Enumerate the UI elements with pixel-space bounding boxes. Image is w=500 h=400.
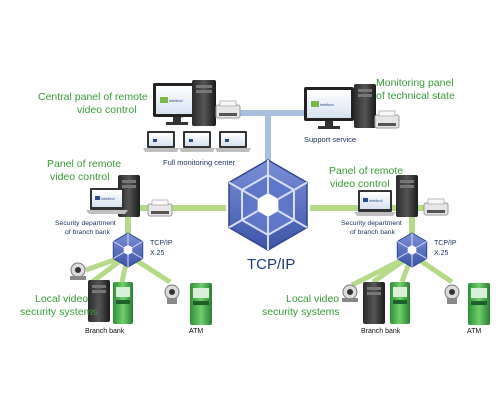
tcpip-hub-label: TCP/IP: [247, 256, 295, 273]
monitoring-workstation-icon: intellect: [304, 84, 400, 129]
screen-brand: intellect: [169, 98, 183, 103]
panel-remote-left-line1: Panel of remote: [47, 158, 121, 170]
security-dept-left-workstation-icon: intellect: [86, 175, 173, 217]
tcpip-hub-icon: [228, 159, 308, 251]
security-camera-icon: [70, 262, 86, 280]
panel-remote-right-line2: video control: [330, 178, 390, 190]
screen-brand: intellect: [320, 102, 334, 107]
atm-icon: [468, 283, 490, 325]
atm-icon: [113, 282, 133, 324]
support-service-label: Support service: [304, 135, 356, 144]
screen-brand: intellect: [101, 196, 115, 201]
screen-brand: intellect: [369, 198, 383, 203]
panel-remote-right-line1: Panel of remote: [329, 165, 403, 177]
security-dept-left-line2: of branch bank: [65, 229, 111, 236]
panel-remote-left-line2: video control: [50, 171, 110, 183]
security-camera-icon: [444, 284, 460, 304]
local-right-line1: Local video: [286, 293, 339, 305]
atm-right-label: ATM: [467, 328, 481, 335]
atm-left-label: ATM: [189, 328, 203, 335]
tcpip-right-label: TCP/IP: [434, 240, 457, 247]
local-left-line1: Local video: [35, 293, 88, 305]
laptop-icon: [143, 131, 179, 152]
branch-bank-right-label: Branch bank: [361, 328, 401, 335]
full-monitoring-label: Full monitoring center: [163, 158, 236, 167]
central-panel-workstation-icon: intellect: [153, 80, 241, 126]
x25-left-label: X.25: [150, 250, 165, 257]
central-panel-title-line1: Central panel of remote: [38, 91, 148, 103]
security-dept-left-line1: Security department: [55, 220, 116, 227]
atm-icon: [390, 282, 410, 324]
monitoring-panel-title-line2: of technical state: [376, 90, 455, 102]
laptop-icon: [179, 131, 215, 152]
tcpip-small-hub-left-icon: [112, 232, 144, 268]
tcpip-left-label: TCP/IP: [150, 240, 173, 247]
security-dept-right-line1: Security department: [341, 220, 402, 227]
laptop-icon: [215, 131, 251, 152]
server-tower-icon: [363, 282, 385, 324]
security-camera-icon: [342, 284, 358, 302]
tcpip-small-hub-right-icon: [396, 232, 428, 268]
branch-bank-left-label: Branch bank: [85, 328, 125, 335]
security-dept-right-line2: of branch bank: [350, 229, 396, 236]
atm-icon: [190, 283, 212, 325]
monitoring-panel-title-line1: Monitoring panel: [376, 77, 454, 89]
x25-right-label: X.25: [434, 250, 449, 257]
local-left-line2: security systems: [20, 306, 98, 318]
security-dept-right-workstation-icon: intellect: [354, 175, 449, 217]
server-tower-icon: [88, 280, 110, 322]
security-camera-icon: [164, 284, 180, 304]
local-right-line2: security systems: [262, 306, 340, 318]
central-panel-title-line2: video control: [77, 104, 137, 116]
